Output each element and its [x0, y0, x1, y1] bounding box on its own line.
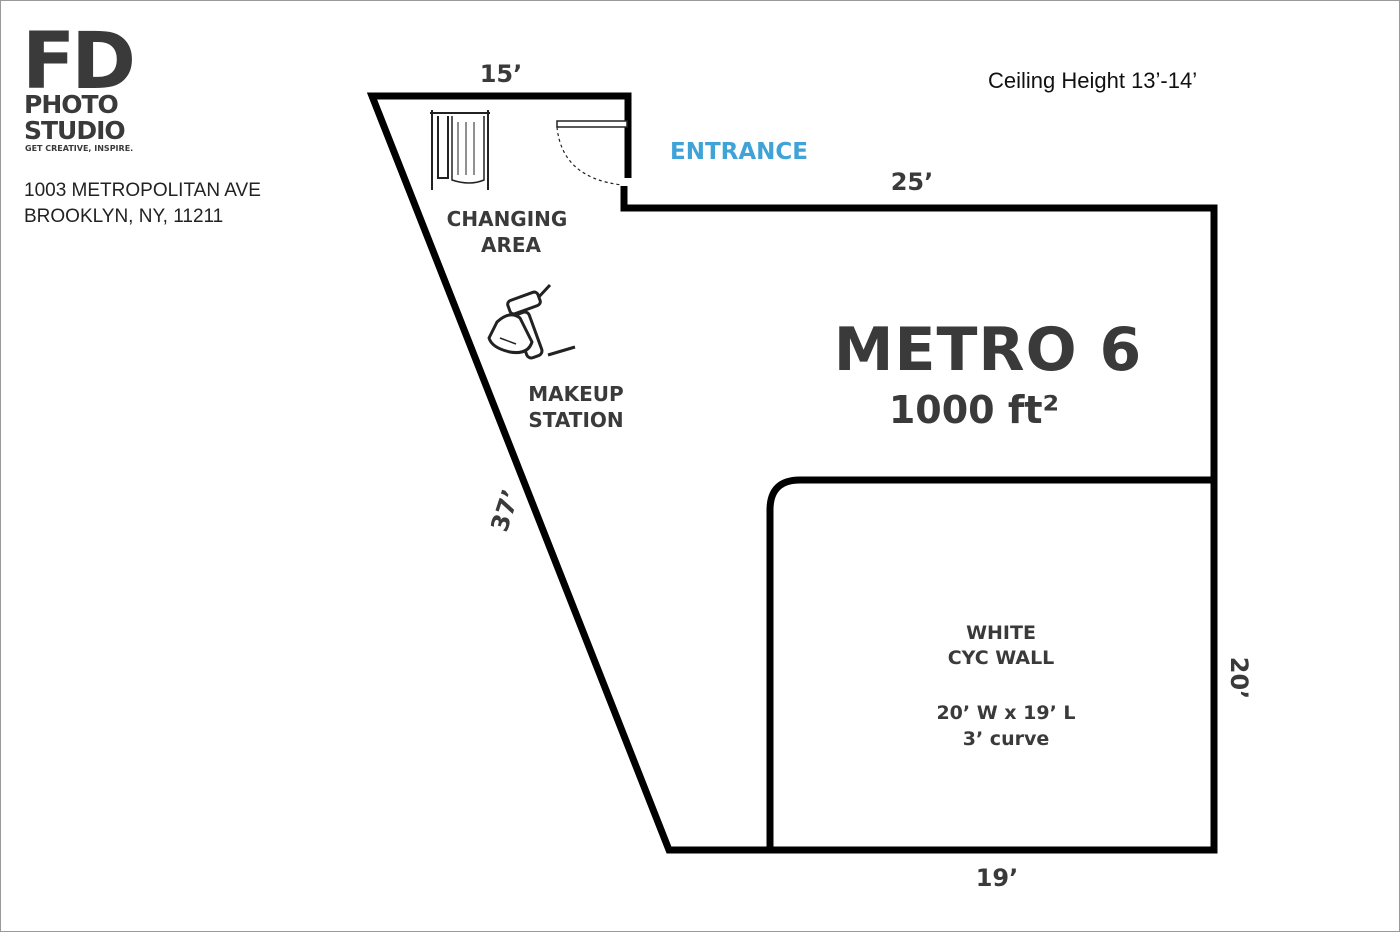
cyc-wall-line2: CYC WALL [948, 647, 1055, 669]
address-line2: BROOKLYN, NY, 11211 [24, 206, 223, 227]
cyc-wall-dimensions: 20’ W x 19’ L [936, 702, 1075, 724]
changing-area-label-2: AREA [481, 233, 542, 257]
dimension-top-left: 15’ [480, 60, 523, 88]
cyc-wall-line1: WHITE [966, 622, 1036, 644]
logo-line1: PHOTO [24, 90, 118, 119]
dimension-bottom: 19’ [976, 864, 1019, 892]
outer-wall [366, 92, 1218, 854]
dimension-right: 20’ [1225, 657, 1253, 700]
cyc-wall-outline [766, 476, 1214, 850]
ceiling-height: Ceiling Height 13’-14’ [988, 68, 1197, 93]
makeup-chair-icon [487, 283, 576, 360]
clothing-rack-icon [430, 110, 490, 190]
changing-area-label-1: CHANGING [447, 207, 568, 231]
logo-mark: FD [22, 17, 132, 107]
logo: FD PHOTO STUDIO GET CREATIVE, INSPIRE. [22, 17, 136, 153]
studio-name: METRO 6 [834, 315, 1142, 385]
studio-area: 1000 ft² [889, 388, 1059, 432]
dimension-top-right: 25’ [891, 168, 934, 196]
dimension-left-diagonal: 37’ [486, 486, 526, 535]
cyc-wall-curve: 3’ curve [963, 728, 1049, 750]
address-line1: 1003 METROPOLITAN AVE [24, 180, 261, 201]
logo-tagline: GET CREATIVE, INSPIRE. [25, 144, 133, 153]
makeup-station-label-1: MAKEUP [528, 382, 623, 406]
entrance-label: ENTRANCE [670, 139, 808, 165]
door-icon [556, 120, 628, 186]
makeup-station-label-2: STATION [528, 408, 623, 432]
logo-line2: STUDIO [24, 116, 125, 145]
